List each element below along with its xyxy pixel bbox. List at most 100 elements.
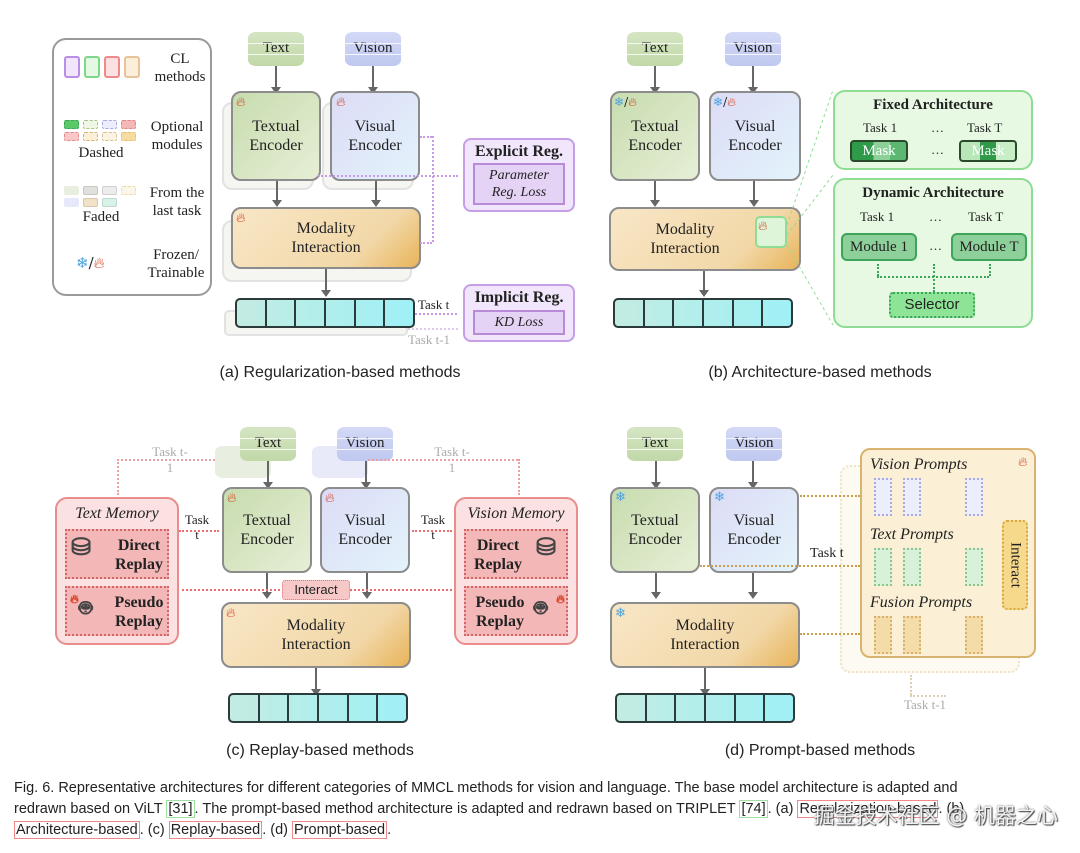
- vision-database: Vision: [725, 32, 781, 66]
- task-1-label: Task 1: [860, 209, 895, 224]
- fixed-architecture-title: Fixed Architecture: [873, 97, 993, 113]
- text-database: Text: [240, 427, 296, 461]
- mask-task-1: Mask: [850, 140, 908, 162]
- interact-label: Interact: [1007, 542, 1024, 588]
- kd-loss: KD Loss: [473, 310, 565, 335]
- fusion-prompt: [903, 616, 921, 654]
- caption-c: (c) Replay-based methods: [226, 742, 414, 759]
- explicit-reg-box: Explicit Reg. Parameter Reg. Loss: [463, 138, 575, 212]
- direct-replay-label: Direct Replay: [474, 537, 522, 573]
- database-icon: ⛁: [536, 535, 557, 561]
- caption-text: .: [387, 822, 392, 838]
- vision-prompt: [903, 478, 921, 516]
- connector-arrow: [415, 313, 457, 315]
- caption-text: . (d): [262, 822, 292, 838]
- flame-icon: 🔥︎: [227, 491, 237, 506]
- arrow: [650, 181, 660, 207]
- arrow: [748, 573, 758, 599]
- vision-database: Vision: [345, 32, 401, 66]
- arrow: [371, 181, 381, 207]
- task-t-label: Task t: [184, 512, 210, 542]
- legend-optional-modules: Optional modules: [150, 119, 204, 153]
- task-t-minus-1-connector: [910, 675, 912, 695]
- caption-text: . (c): [139, 822, 169, 838]
- reference-link-74[interactable]: [74]: [739, 800, 768, 818]
- pseudo-replay-box: 🔥︎ 🤖︎ Pseudo Replay: [65, 586, 169, 636]
- selector-connector: [933, 264, 935, 292]
- modality-interaction: Modality Interaction: [221, 602, 411, 668]
- dynamic-architecture-title: Dynamic Architecture: [862, 185, 1004, 201]
- task-t-label: Task t: [810, 546, 844, 561]
- output-tokens: [235, 298, 415, 328]
- flame-icon: 🔥︎: [325, 491, 335, 506]
- legend-frozen-trainable: Frozen/ Trainable: [147, 247, 205, 281]
- output-tokens: [615, 693, 795, 723]
- task-T-label: Task T: [967, 120, 1003, 135]
- task-t-minus-1-label: Task t-1: [904, 697, 947, 712]
- swatch-dashed: [102, 132, 117, 141]
- arrow: [311, 668, 321, 696]
- task-t-minus-1-connector: [910, 695, 946, 697]
- swatch-orange: [124, 56, 140, 78]
- task-T-label: Task T: [968, 209, 1004, 224]
- direct-replay-box: ⛁ Direct Replay: [65, 529, 169, 579]
- arrow: [748, 461, 758, 489]
- selector: Selector: [889, 292, 975, 318]
- implicit-reg-title: Implicit Reg.: [474, 289, 564, 306]
- task-t-minus-1-label: Task t-1: [408, 332, 451, 347]
- snowflake-icon: ❄: [615, 490, 626, 505]
- pseudo-replay-label: Pseudo Replay: [475, 594, 525, 630]
- swatch-dashed: [121, 132, 136, 141]
- arrow: [361, 461, 371, 489]
- task-1-label: Task 1: [863, 120, 898, 135]
- swatch-faded: [102, 198, 117, 207]
- caption-line-3: Architecture-based. (c) Replay-based. (d…: [14, 820, 1069, 841]
- link-prompt-based[interactable]: Prompt-based: [292, 821, 388, 839]
- connector-arrow: [408, 328, 458, 330]
- link-replay-based[interactable]: Replay-based: [168, 821, 263, 839]
- connector: [432, 136, 434, 242]
- output-tokens: [613, 298, 793, 328]
- link-architecture-based[interactable]: Architecture-based: [14, 821, 140, 839]
- text-prompt-arrow: [700, 565, 860, 567]
- legend-faded: Faded: [82, 209, 120, 225]
- fusion-prompt-arrow: [800, 633, 860, 635]
- modality-interaction: Modality Interaction: [231, 207, 421, 269]
- arrow: [748, 66, 758, 94]
- database-icon: ⛁: [71, 535, 92, 561]
- swatch-faded: [64, 198, 79, 207]
- direct-replay-label: Direct Replay: [115, 537, 163, 573]
- caption-text: . The prompt-based method architecture i…: [194, 801, 740, 817]
- arrow: [368, 66, 378, 94]
- link-regularization-based[interactable]: Regularization-based: [797, 800, 939, 818]
- ellipsis: …: [929, 238, 942, 253]
- text-memory-box: Text Memory ⛁ Direct Replay 🔥︎ 🤖︎ Pseudo…: [55, 497, 179, 645]
- arrow: [262, 573, 272, 599]
- vision-database: Vision: [726, 427, 782, 461]
- frozen-trainable-icon: ❄/🔥︎: [713, 95, 736, 109]
- swatch-faded: [64, 186, 79, 195]
- swatch-dashed: [83, 132, 98, 141]
- frozen-trainable-icon: ❄/🔥︎: [614, 95, 637, 109]
- vision-prompt: [965, 478, 983, 516]
- vision-memory-box: Vision Memory Direct Replay ⛁ Pseudo Rep…: [454, 497, 578, 645]
- arrow: [651, 573, 661, 599]
- ellipsis: …: [929, 209, 942, 224]
- interact-box: Interact: [1002, 520, 1028, 610]
- task-t-label: Task t: [418, 297, 450, 312]
- arrow: [271, 66, 281, 94]
- text-prompt: [903, 548, 921, 586]
- snowflake-icon: ❄: [714, 490, 725, 505]
- textual-encoder: Textual Encoder: [610, 91, 700, 181]
- legend-from-last-task: From the last task: [149, 185, 205, 219]
- text-memory-title: Text Memory: [75, 505, 159, 522]
- task-t-label: Task t: [420, 512, 446, 542]
- swatch-purple: [64, 56, 80, 78]
- swatch-faded: [83, 186, 98, 195]
- swatch-dashed: [64, 132, 79, 141]
- reference-link-31[interactable]: [31]: [166, 800, 195, 818]
- arrow: [362, 573, 372, 599]
- text-database: Text: [627, 427, 683, 461]
- arrow: [700, 668, 710, 696]
- arrow: [263, 461, 273, 489]
